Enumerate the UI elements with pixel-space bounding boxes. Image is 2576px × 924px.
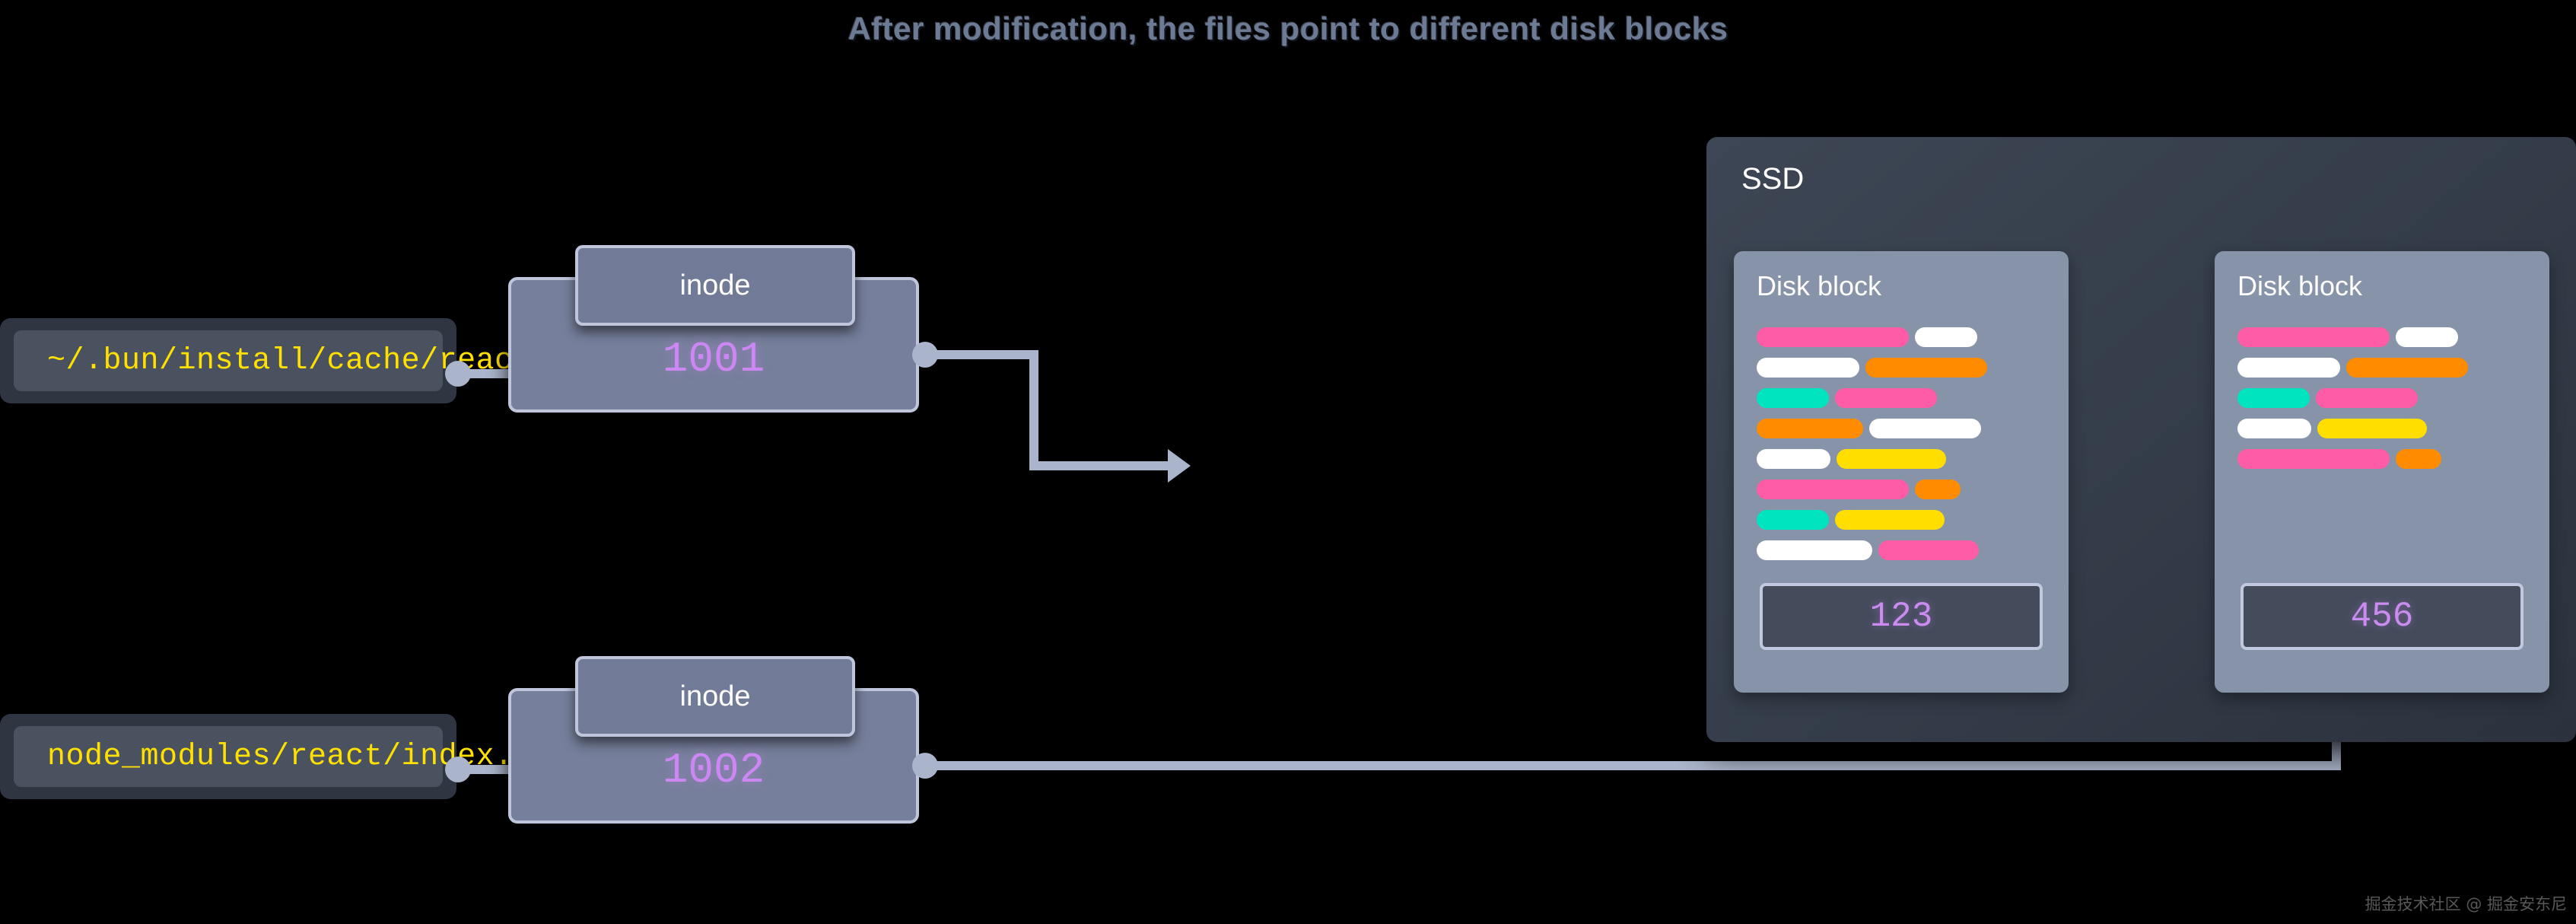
- data-bar-row: [1757, 358, 2053, 378]
- data-bar-orange: [1757, 419, 1863, 438]
- data-bar-yellow: [1835, 510, 1945, 530]
- disk-block-2-id: 456: [2240, 583, 2524, 650]
- data-bar-pink: [1757, 480, 1909, 499]
- file-path-box-1[interactable]: ~/.bun/install/cache/react/index.js: [0, 318, 699, 403]
- data-bar-orange: [2396, 449, 2441, 469]
- file-path-box-2-inner: node_modules/react/index.js: [14, 726, 550, 787]
- file-path-box-1-inner: ~/.bun/install/cache/react/index.js: [14, 330, 699, 391]
- data-bar-yellow: [1837, 449, 1946, 469]
- data-bar-white: [1915, 327, 1977, 347]
- data-bar-row: [1757, 327, 2053, 347]
- connector-file2-to-inode2: [460, 765, 520, 774]
- page-title: After modification, the files point to d…: [848, 11, 1728, 46]
- ssd-label: SSD: [1741, 162, 1805, 196]
- connector-inode1-seg1: [930, 350, 1038, 359]
- inode-2-number: 1002: [662, 746, 765, 795]
- disk-block-2[interactable]: Disk block 456: [2215, 251, 2549, 693]
- data-bar-row: [2237, 327, 2534, 347]
- data-bar-pink: [2237, 327, 2390, 347]
- disk-block-1-id: 123: [1760, 583, 2043, 650]
- data-bar-pink: [1835, 388, 1937, 408]
- data-bar-row: [1757, 510, 2053, 530]
- data-bar-row: [1757, 419, 2053, 438]
- data-bar-row: [2237, 358, 2534, 378]
- watermark: 掘金技术社区 @ 掘金安东尼: [2365, 895, 2567, 913]
- inode-1-header: inode: [575, 245, 855, 326]
- inode-2-header: inode: [575, 656, 855, 737]
- inode-2-header-label: inode: [679, 680, 751, 712]
- data-bar-white: [2237, 358, 2340, 378]
- data-bar-white: [1869, 419, 1981, 438]
- data-bar-pink: [1757, 327, 1909, 347]
- disk-block-1-id-text: 123: [1869, 597, 1933, 636]
- data-bar-cyan: [1757, 388, 1829, 408]
- file-path-box-2[interactable]: node_modules/react/index.js: [0, 714, 550, 799]
- data-bar-cyan: [2237, 388, 2310, 408]
- data-bar-cyan: [1757, 510, 1829, 530]
- disk-block-2-id-text: 456: [2350, 597, 2414, 636]
- connector-file1-to-inode1: [460, 369, 520, 378]
- disk-block-1-label: Disk block: [1757, 270, 1882, 301]
- data-bar-row: [1757, 449, 2053, 469]
- inode-1-number: 1001: [662, 335, 765, 384]
- data-bar-row: [2237, 449, 2534, 469]
- data-bar-white: [2237, 419, 2311, 438]
- data-bar-white: [1757, 358, 1859, 378]
- data-bar-white: [2396, 327, 2458, 347]
- disk-block-1[interactable]: Disk block 123: [1734, 251, 2069, 693]
- data-bar-white: [1757, 540, 1872, 560]
- data-bar-pink: [1878, 540, 1979, 560]
- connector-inode1-seg3: [1029, 461, 1174, 470]
- data-bar-row: [2237, 388, 2534, 408]
- data-bar-white: [1757, 449, 1830, 469]
- disk-block-2-label: Disk block: [2237, 270, 2363, 301]
- data-bar-orange: [1915, 480, 1961, 499]
- connector-inode2-seg1: [930, 761, 2341, 770]
- ssd-container: SSD Disk block 123 Disk block 456: [1706, 137, 2576, 742]
- data-bar-pink: [2316, 388, 2418, 408]
- data-bar-orange: [1865, 358, 1987, 378]
- inode-node-2[interactable]: inode 1002: [508, 656, 919, 824]
- connector-inode1-seg2: [1029, 350, 1038, 470]
- data-bar-row: [1757, 480, 2053, 499]
- data-bar-pink: [2237, 449, 2390, 469]
- disk-block-2-bars: [2237, 327, 2534, 480]
- data-bar-orange: [2346, 358, 2468, 378]
- data-bar-row: [1757, 388, 2053, 408]
- inode-1-header-label: inode: [679, 269, 751, 301]
- disk-block-1-bars: [1757, 327, 2053, 571]
- inode-node-1[interactable]: inode 1001: [508, 245, 919, 413]
- data-bar-row: [2237, 419, 2534, 438]
- arrow-inode1-to-ssd: [1168, 449, 1191, 483]
- data-bar-yellow: [2317, 419, 2427, 438]
- data-bar-row: [1757, 540, 2053, 560]
